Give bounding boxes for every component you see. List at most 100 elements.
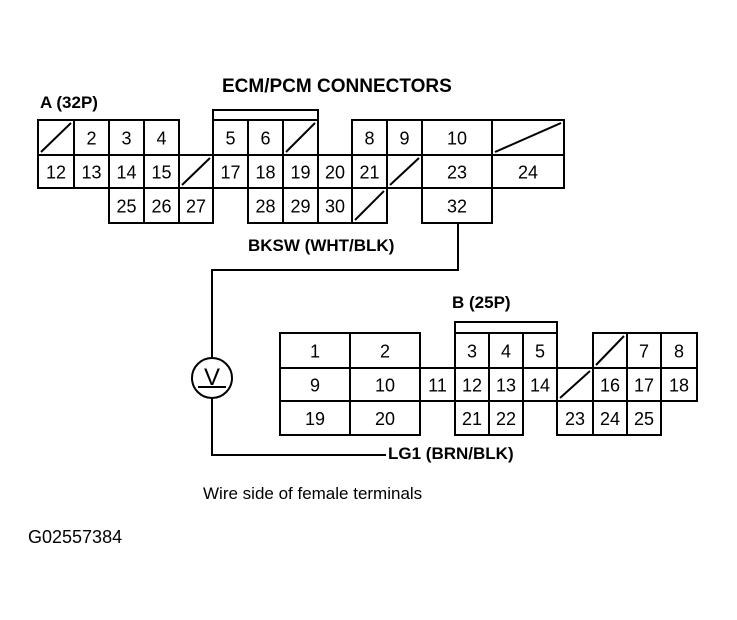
connector_a-pin: 12 <box>46 163 66 183</box>
connector_b-pin: 4 <box>501 342 511 362</box>
connector_a-pin: 25 <box>116 197 136 217</box>
connector_b-pin: 11 <box>428 376 447 396</box>
connector_b-cell <box>522 367 558 402</box>
connector_a-pin: 14 <box>116 163 136 183</box>
connector_a-blank-slash <box>354 190 385 221</box>
connector_b-pin: 8 <box>674 342 684 362</box>
connector_a-pin: 29 <box>290 197 310 217</box>
connector_b-cell <box>626 400 662 436</box>
connector_b-pin: 20 <box>375 409 395 429</box>
connector-a-key-tab <box>212 109 319 120</box>
connector_a-cell <box>247 154 284 189</box>
connector_a-pin: 15 <box>151 163 171 183</box>
connector_a-cell <box>351 119 388 156</box>
connector_a-pin: 10 <box>447 129 467 149</box>
connector_a-pin: 19 <box>290 163 310 183</box>
connector_b-pin: 17 <box>634 376 654 396</box>
connector_b-pin: 1 <box>310 342 320 362</box>
connector_b-pin: 7 <box>639 342 649 362</box>
voltmeter-icon <box>191 357 233 399</box>
connector_b-pin: 9 <box>310 376 320 396</box>
connector_a-pin: 28 <box>255 197 275 217</box>
connector_a-blank-slash <box>285 122 316 153</box>
connector_a-blank-slash <box>494 122 562 153</box>
connector_b-cell <box>488 400 524 436</box>
connector_a-pin: 2 <box>86 129 96 149</box>
connector_a-pin: 20 <box>325 163 345 183</box>
connector_b-cell <box>660 367 698 402</box>
bksw-wire <box>211 223 459 358</box>
connector_a-cell <box>317 187 353 224</box>
connector_b-pin: 19 <box>305 409 325 429</box>
connector_b-cell <box>488 367 524 402</box>
connector_b-pin: 10 <box>375 376 395 396</box>
connector_a-pin: 27 <box>186 197 206 217</box>
connector_a-cell <box>178 187 214 224</box>
connector_b-cell <box>592 367 628 402</box>
connector_b-cell <box>454 332 490 369</box>
connector_a-cell <box>282 187 319 224</box>
voltmeter-symbol: V <box>204 364 220 391</box>
connector_a-cell <box>73 154 110 189</box>
connector_b-cell <box>454 400 490 436</box>
connector_a-pin: 13 <box>81 163 101 183</box>
connector_a-cell <box>421 187 493 224</box>
connector_b-pin: 12 <box>462 376 482 396</box>
connector_b-cell <box>419 367 456 402</box>
figure-code: G02557384 <box>28 527 122 547</box>
connector_b-pin: 3 <box>467 342 477 362</box>
connector_a-cell <box>317 154 353 189</box>
connector_a-pin: 18 <box>255 163 275 183</box>
connector_a-cell <box>421 154 493 189</box>
connector_a-cell <box>212 119 249 156</box>
connector_b-cell <box>279 332 351 369</box>
connector_b-cell <box>556 400 594 436</box>
connector_a-pin: 6 <box>260 129 270 149</box>
connector_a-blank-slash <box>40 122 72 153</box>
connector_b-cell <box>522 332 558 369</box>
connector_b-pin: 21 <box>462 409 482 429</box>
connector_a-pin: 32 <box>447 197 467 217</box>
lg1-wire <box>211 398 386 456</box>
connector-b-label: B (25P) <box>452 293 511 312</box>
connector_a-pin: 26 <box>151 197 171 217</box>
connector_a-blank-slash <box>181 157 211 186</box>
connector_a-pin: 17 <box>220 163 240 183</box>
connector_b-pin: 13 <box>496 376 516 396</box>
connector_a-pin: 23 <box>447 163 467 183</box>
connector_a-pin: 24 <box>518 163 538 183</box>
connector_b-pin: 5 <box>535 342 545 362</box>
connector_a-pin: 30 <box>325 197 345 217</box>
connector-a-label: A (32P) <box>40 93 98 112</box>
connector_a-pin: 5 <box>225 129 235 149</box>
wire-lg1-label: LG1 (BRN/BLK) <box>388 444 514 463</box>
connector_b-pin: 25 <box>634 409 654 429</box>
connector_b-pin: 18 <box>669 376 689 396</box>
connector_b-pin: 22 <box>496 409 516 429</box>
connector_a-cell <box>491 154 565 189</box>
connector_a-pin: 21 <box>359 163 379 183</box>
connector_a-cell <box>108 119 145 156</box>
caption: Wire side of female terminals <box>203 484 422 503</box>
connector_a-pin: 4 <box>156 129 166 149</box>
connector_a-cell <box>143 187 180 224</box>
wire-bksw-label: BKSW (WHT/BLK) <box>248 236 394 255</box>
connector_b-cell <box>626 367 662 402</box>
connector_a-pin: 9 <box>399 129 409 149</box>
diagram-title: ECM/PCM CONNECTORS <box>222 76 452 97</box>
connector_a-pin: 8 <box>364 129 374 149</box>
connector_b-pin: 14 <box>530 376 550 396</box>
wiring: V <box>191 223 459 456</box>
connector_a-blank-slash <box>389 157 420 186</box>
connector_b-blank-slash <box>595 335 625 366</box>
connector_b-pin: 16 <box>600 376 620 396</box>
connector-b-key-tab <box>454 321 558 333</box>
connector_b-pin: 2 <box>380 342 390 362</box>
connector_b-pin: 23 <box>565 409 585 429</box>
connector_a-pin: 3 <box>121 129 131 149</box>
connector_b-blank-slash <box>559 370 591 399</box>
connector_b-cell <box>660 332 698 369</box>
connector_b-cell <box>349 332 421 369</box>
